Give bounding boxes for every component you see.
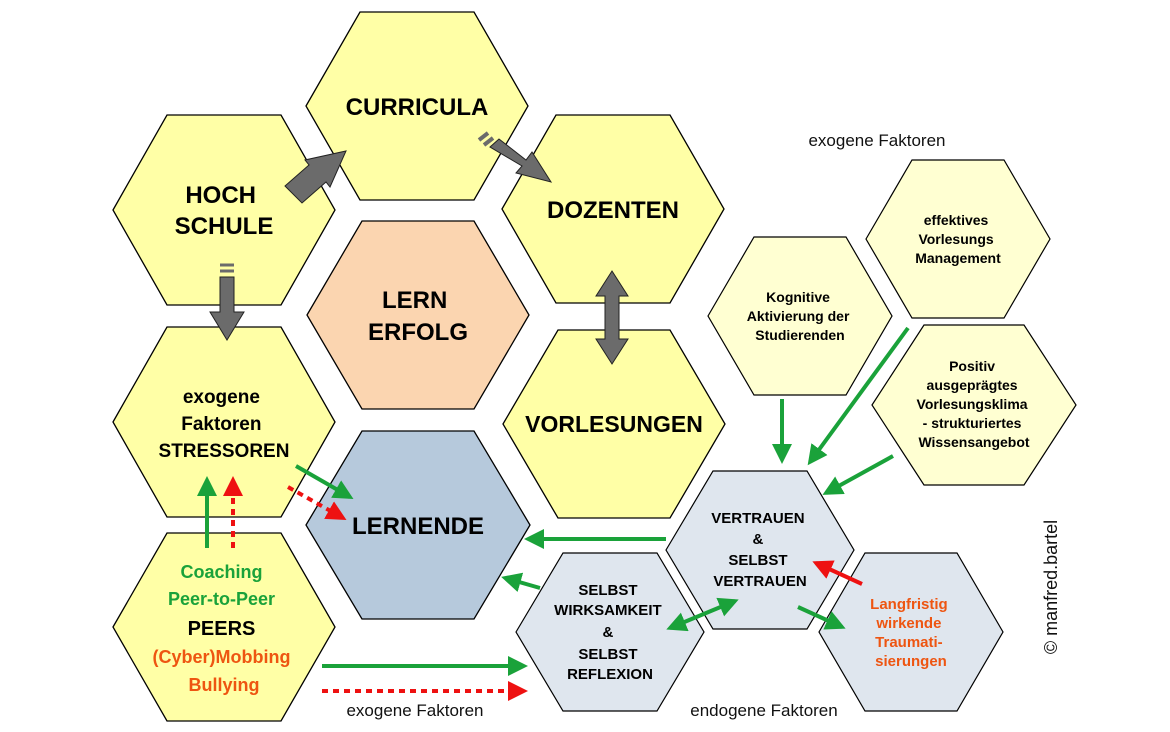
red-arrows bbox=[223, 476, 863, 701]
hex-selbstwirksamkeit: SELBST WIRKSAMKEIT & SELBST REFLEXION bbox=[515, 552, 705, 712]
label-exogene-bottom: exogene Faktoren bbox=[346, 701, 483, 720]
hex-vorlesungsklima: Positiv ausgeprägtes Vorlesungsklima - s… bbox=[871, 324, 1077, 486]
hex-management-label: effektives Vorlesungs Management bbox=[915, 212, 1001, 266]
arrow-management-to-vertrauen bbox=[807, 326, 910, 466]
hex-vertrauen-label: VERTRAUEN & SELBST VERTRAUEN bbox=[711, 510, 809, 590]
label-endogene-bottom: endogene Faktoren bbox=[690, 701, 837, 720]
arrow-wirksamkeit-to-lernende bbox=[501, 572, 541, 593]
label-exogene-top: exogene Faktoren bbox=[808, 131, 945, 150]
arrow-stressoren-to-lernende bbox=[295, 464, 354, 499]
hex-hochschule: HOCH SCHULE bbox=[112, 114, 336, 306]
hex-traumatisierungen: Langfristig wirkende Traumati- sierungen bbox=[818, 552, 1004, 712]
hex-peers: Coaching Peer-to-Peer PEERS (Cyber)Mobbi… bbox=[112, 532, 336, 722]
hex-vorlesungen: VORLESUNGEN bbox=[502, 329, 726, 519]
hex-curricula: CURRICULA bbox=[305, 11, 529, 201]
hex-hochschule-label: HOCH SCHULE bbox=[175, 182, 274, 240]
arrow-klima-to-vertrauen bbox=[822, 454, 894, 495]
hex-klima-label: Positiv ausgeprägtes Vorlesungsklima - s… bbox=[917, 358, 1032, 450]
hex-lernende: LERNENDE bbox=[305, 430, 531, 620]
hex-peers-label: Coaching Peer-to-Peer PEERS (Cyber)Mobbi… bbox=[153, 562, 296, 695]
hex-vorlesungen-label: VORLESUNGEN bbox=[525, 411, 703, 437]
hex-dozenten-label: DOZENTEN bbox=[547, 197, 679, 224]
arrow-hochschule-curricula bbox=[284, 150, 347, 204]
hex-lernerfolg-label: LERN ERFOLG bbox=[368, 287, 468, 346]
hex-traumatisierungen-label: Langfristig wirkende Traumati- sierungen bbox=[870, 596, 952, 670]
label-copyright: © manfred.bartel bbox=[1041, 520, 1061, 654]
arrow-hochschule-stressoren bbox=[209, 263, 245, 341]
green-arrows bbox=[197, 326, 910, 676]
hex-lernende-label: LERNENDE bbox=[352, 513, 484, 540]
arrow-dozenten-vorlesungen bbox=[595, 270, 629, 365]
hex-vorlesungs-management: effektives Vorlesungs Management bbox=[865, 159, 1051, 319]
arrow-trauma-to-vertrauen bbox=[812, 560, 863, 586]
hex-stressoren: exogene Faktoren STRESSOREN bbox=[112, 326, 336, 518]
arrow-curricula-dozenten bbox=[477, 131, 553, 183]
hex-stressoren-label: exogene Faktoren STRESSOREN bbox=[159, 387, 290, 462]
hex-curricula-label: CURRICULA bbox=[346, 94, 489, 121]
hex-dozenten: DOZENTEN bbox=[501, 114, 725, 304]
arrow-wirksamkeit-vertrauen bbox=[666, 597, 739, 632]
hex-wirksamkeit-label: SELBST WIRKSAMKEIT & SELBST REFLEXION bbox=[554, 582, 666, 683]
hex-kognitive-aktivierung: Kognitive Aktivierung der Studierenden bbox=[707, 236, 893, 396]
hex-lernerfolg: LERN ERFOLG bbox=[306, 220, 530, 410]
hex-vertrauen: VERTRAUEN & SELBST VERTRAUEN bbox=[665, 470, 855, 630]
hex-kognitive-label: Kognitive Aktivierung der Studierenden bbox=[747, 289, 854, 343]
arrow-vertrauen-to-trauma bbox=[797, 605, 846, 630]
